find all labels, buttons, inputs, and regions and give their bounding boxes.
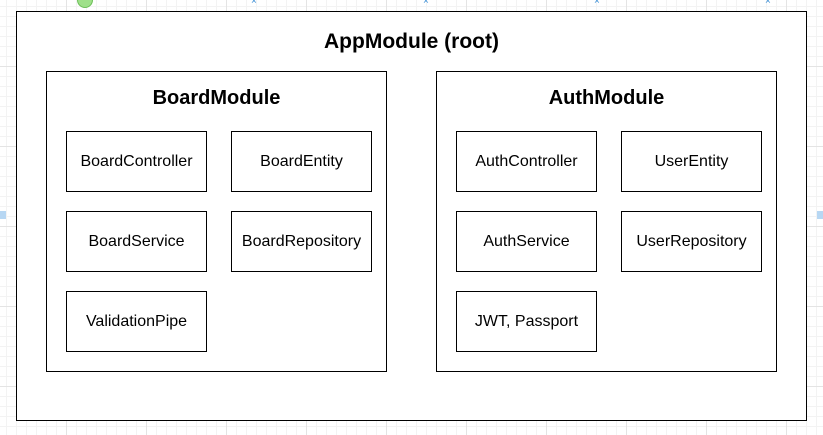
connection-point-icon[interactable] <box>77 0 93 8</box>
app-module-box[interactable]: AppModule (root) BoardModule BoardContro… <box>16 11 807 421</box>
user-repository-box[interactable]: UserRepository <box>621 211 762 272</box>
auth-module-box[interactable]: AuthModule AuthController UserEntity Aut… <box>436 71 777 372</box>
board-service-box[interactable]: BoardService <box>66 211 207 272</box>
app-module-title: AppModule (root) <box>324 30 499 53</box>
board-module-box[interactable]: BoardModule BoardController BoardEntity … <box>46 71 387 372</box>
board-controller-box[interactable]: BoardController <box>66 131 207 192</box>
resize-handle-icon[interactable]: × <box>251 0 257 7</box>
validation-pipe-box[interactable]: ValidationPipe <box>66 291 207 352</box>
right-edge-marker <box>817 211 823 219</box>
user-entity-box[interactable]: UserEntity <box>621 131 762 192</box>
auth-service-box[interactable]: AuthService <box>456 211 597 272</box>
jwt-passport-box[interactable]: JWT, Passport <box>456 291 597 352</box>
left-edge-marker <box>0 211 6 219</box>
auth-module-title: AuthModule <box>548 87 665 109</box>
auth-controller-box[interactable]: AuthController <box>456 131 597 192</box>
resize-handle-icon[interactable]: × <box>423 0 429 7</box>
resize-handle-icon[interactable]: × <box>765 0 771 7</box>
resize-handle-icon[interactable]: × <box>594 0 600 7</box>
board-repository-box[interactable]: BoardRepository <box>231 211 372 272</box>
board-entity-box[interactable]: BoardEntity <box>231 131 372 192</box>
board-module-title: BoardModule <box>152 87 281 109</box>
